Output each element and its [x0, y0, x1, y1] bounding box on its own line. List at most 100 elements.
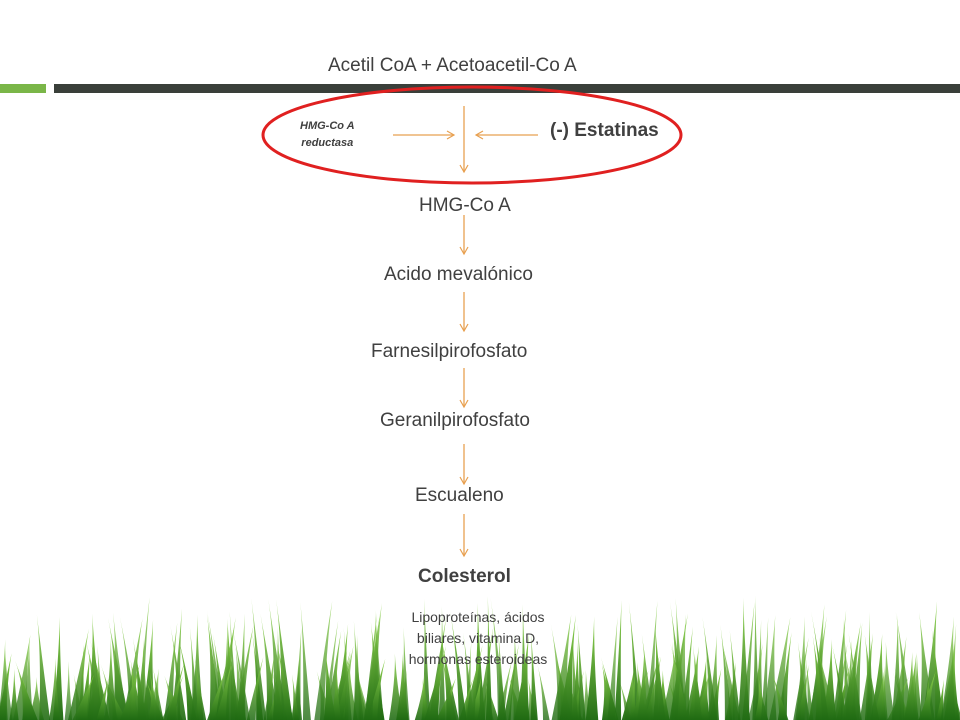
- grass-blade: [343, 627, 352, 720]
- grass-blade: [918, 671, 936, 720]
- grass-blade: [834, 643, 848, 720]
- grass-blade: [146, 668, 161, 720]
- derivatives-note: Lipoproteínas, ácidos biliares, vitamina…: [378, 607, 578, 670]
- enzyme-label: HMG-Co A reductasa: [300, 118, 355, 152]
- grass-blade: [49, 658, 60, 720]
- grass-blade: [607, 616, 618, 720]
- grass-blade: [463, 645, 483, 720]
- grass-blade: [793, 637, 809, 720]
- grass-blade: [294, 627, 302, 720]
- derivatives-line-1: Lipoproteínas, ácidos: [411, 609, 545, 625]
- grass-blade: [559, 614, 576, 720]
- grass-blade: [498, 630, 506, 720]
- step-mevalonic-acid: Acido mevalónico: [384, 264, 533, 285]
- grass-blade: [15, 661, 38, 720]
- grass-blade: [64, 661, 73, 720]
- grass-blade: [234, 624, 254, 720]
- grass-icon: [0, 595, 960, 720]
- enzyme-label-line1: HMG-Co A: [300, 120, 355, 132]
- grass-blade: [577, 623, 586, 720]
- grass-blade: [660, 650, 676, 720]
- grass-blade: [694, 670, 710, 720]
- product-cholesterol: Colesterol: [418, 566, 511, 587]
- derivatives-line-2: biliares, vitamina D,: [416, 630, 540, 646]
- grass-blade: [637, 649, 649, 720]
- grass-blade: [132, 637, 147, 720]
- grass-blade: [119, 664, 140, 720]
- grass-blade: [331, 663, 341, 720]
- grass-blade: [68, 628, 89, 720]
- grass-blade: [229, 611, 238, 720]
- grass-blade: [251, 598, 267, 720]
- grass-blade: [872, 670, 886, 720]
- grass-blade: [940, 616, 956, 720]
- grass-blade: [314, 601, 333, 720]
- derivatives-line-3: hormonas esteroideas: [408, 651, 548, 667]
- grass-blade: [104, 638, 117, 720]
- step-farnesyl-pp: Farnesilpirofosfato: [371, 341, 528, 362]
- inhibition-ellipse: [261, 85, 683, 185]
- grass-blade: [841, 622, 861, 720]
- grass-blade: [571, 637, 579, 720]
- grass-blade: [601, 663, 618, 720]
- grass-blade: [108, 618, 130, 720]
- grass-blade: [922, 601, 938, 720]
- grass-blade: [206, 613, 223, 720]
- grass-blade: [653, 626, 666, 720]
- grass-blade: [72, 675, 94, 720]
- grass-blade: [669, 601, 688, 720]
- grass-blade: [752, 595, 760, 720]
- grass-blade: [424, 646, 447, 720]
- grass-blade: [469, 677, 482, 720]
- grass-blade: [353, 635, 362, 720]
- grass-blade: [166, 663, 185, 720]
- grass-blade: [816, 643, 836, 720]
- grass-blade: [177, 635, 197, 720]
- grass-blade: [449, 610, 467, 720]
- grass-blade: [585, 616, 599, 720]
- grass-blade: [194, 659, 207, 720]
- grass-blade: [436, 678, 456, 720]
- enzyme-label-line2: reductasa: [301, 137, 354, 149]
- grass-blade: [363, 612, 381, 720]
- step-geranyl-pp: Geranilpirofosfato: [380, 410, 530, 431]
- grass-blade: [762, 615, 777, 720]
- grass-blade: [680, 626, 693, 720]
- grass-blade: [812, 635, 828, 720]
- grass-blade: [421, 678, 428, 720]
- grass-blade: [770, 670, 789, 720]
- grass-blade: [936, 679, 944, 720]
- grass-blade: [396, 653, 409, 720]
- header-bar-green: [0, 84, 46, 93]
- grass-blade: [440, 648, 457, 720]
- grass-blade: [364, 612, 378, 720]
- inhibitor-label: (-) Estatinas: [550, 120, 659, 141]
- grass-blade: [414, 673, 431, 720]
- grass-blade: [514, 632, 530, 720]
- grass-blade: [130, 666, 138, 720]
- grass-blade: [36, 614, 51, 720]
- grass-blade: [275, 638, 294, 720]
- grass-blade: [629, 673, 636, 720]
- grass-blade: [530, 631, 538, 720]
- grass-blade: [702, 616, 718, 720]
- grass-blade: [527, 677, 537, 720]
- grass-blade: [300, 602, 311, 720]
- grass-blade: [272, 627, 284, 720]
- grass-blade: [263, 650, 275, 720]
- grass-blade: [866, 611, 874, 720]
- grass-blade: [87, 613, 103, 720]
- grass-blade: [850, 622, 863, 720]
- grass-blade: [892, 636, 907, 720]
- grass-blade: [742, 601, 755, 720]
- grass-blade: [729, 629, 741, 720]
- grass-blade: [9, 668, 19, 720]
- step-hmgcoa: HMG-Co A: [419, 195, 511, 216]
- grass-blade: [170, 624, 187, 720]
- grass-blade: [96, 678, 109, 720]
- step-squalene: Escualeno: [415, 485, 504, 506]
- grass-blade: [485, 596, 493, 720]
- grass-blade: [324, 646, 336, 720]
- grass-blade: [246, 656, 264, 720]
